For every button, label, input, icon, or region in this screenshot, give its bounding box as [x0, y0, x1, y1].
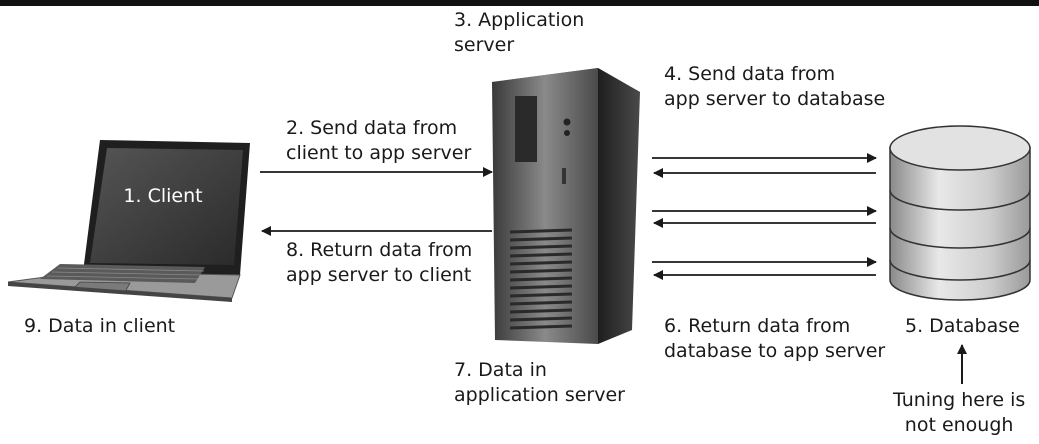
tower-server-icon — [492, 68, 640, 344]
label-data-in-client: 9. Data in client — [24, 315, 176, 337]
label-client: 1. Client — [123, 185, 203, 207]
label-database: 5. Database — [905, 315, 1020, 337]
database-cylinder-icon — [889, 125, 1031, 301]
top-border — [0, 0, 1039, 6]
laptop-icon — [7, 140, 250, 302]
